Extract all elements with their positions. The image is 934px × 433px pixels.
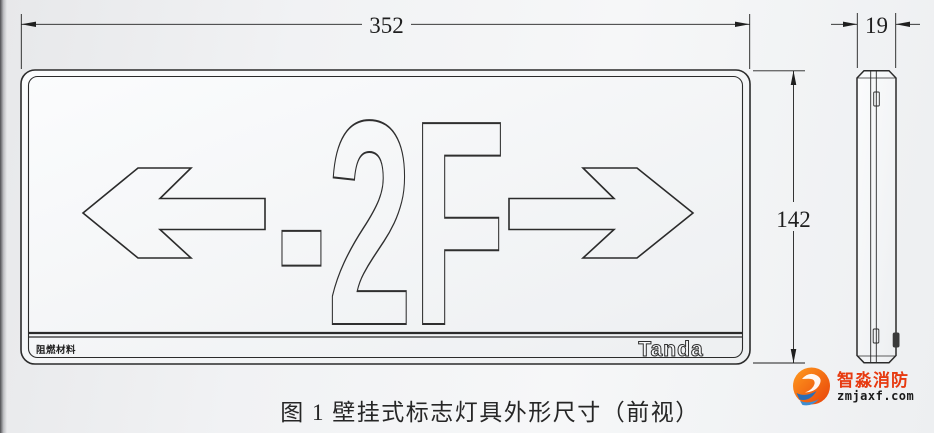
side-switch-tab (892, 332, 900, 348)
width-dimension-value: 352 (369, 13, 404, 38)
brand-label: Tanda (638, 338, 703, 361)
direction-arrow-left-icon (81, 167, 266, 259)
zhimiao-fire-protection-logo-icon (793, 367, 830, 406)
depth-dimension-value: 19 (865, 13, 888, 38)
dimension-height: 142 (753, 70, 811, 364)
side-view (856, 69, 900, 364)
watermark-brand-text: 智淼消防 (837, 370, 909, 390)
dimension-depth: 19 (831, 13, 920, 68)
height-dimension-value: 142 (776, 207, 811, 232)
sign-outer-frame (20, 69, 751, 365)
direction-arrow-right-icon (508, 167, 695, 259)
front-view: -2F 阻燃材料 Tanda (20, 59, 751, 387)
sign-inner-frame (27, 75, 744, 359)
material-label: 阻燃材料 (36, 344, 76, 356)
figure-caption: 图 1 壁挂式标志灯具外形尺寸（前视） (280, 400, 700, 425)
watermark-logo: 智淼消防 zmjaxf.com (792, 366, 914, 408)
dimension-width: 352 (20, 13, 751, 69)
side-clip-top (873, 91, 880, 107)
watermark-site-text: zmjaxf.com (837, 388, 915, 403)
side-clip-bottom (872, 328, 880, 344)
bottom-double-rule (28, 331, 743, 338)
